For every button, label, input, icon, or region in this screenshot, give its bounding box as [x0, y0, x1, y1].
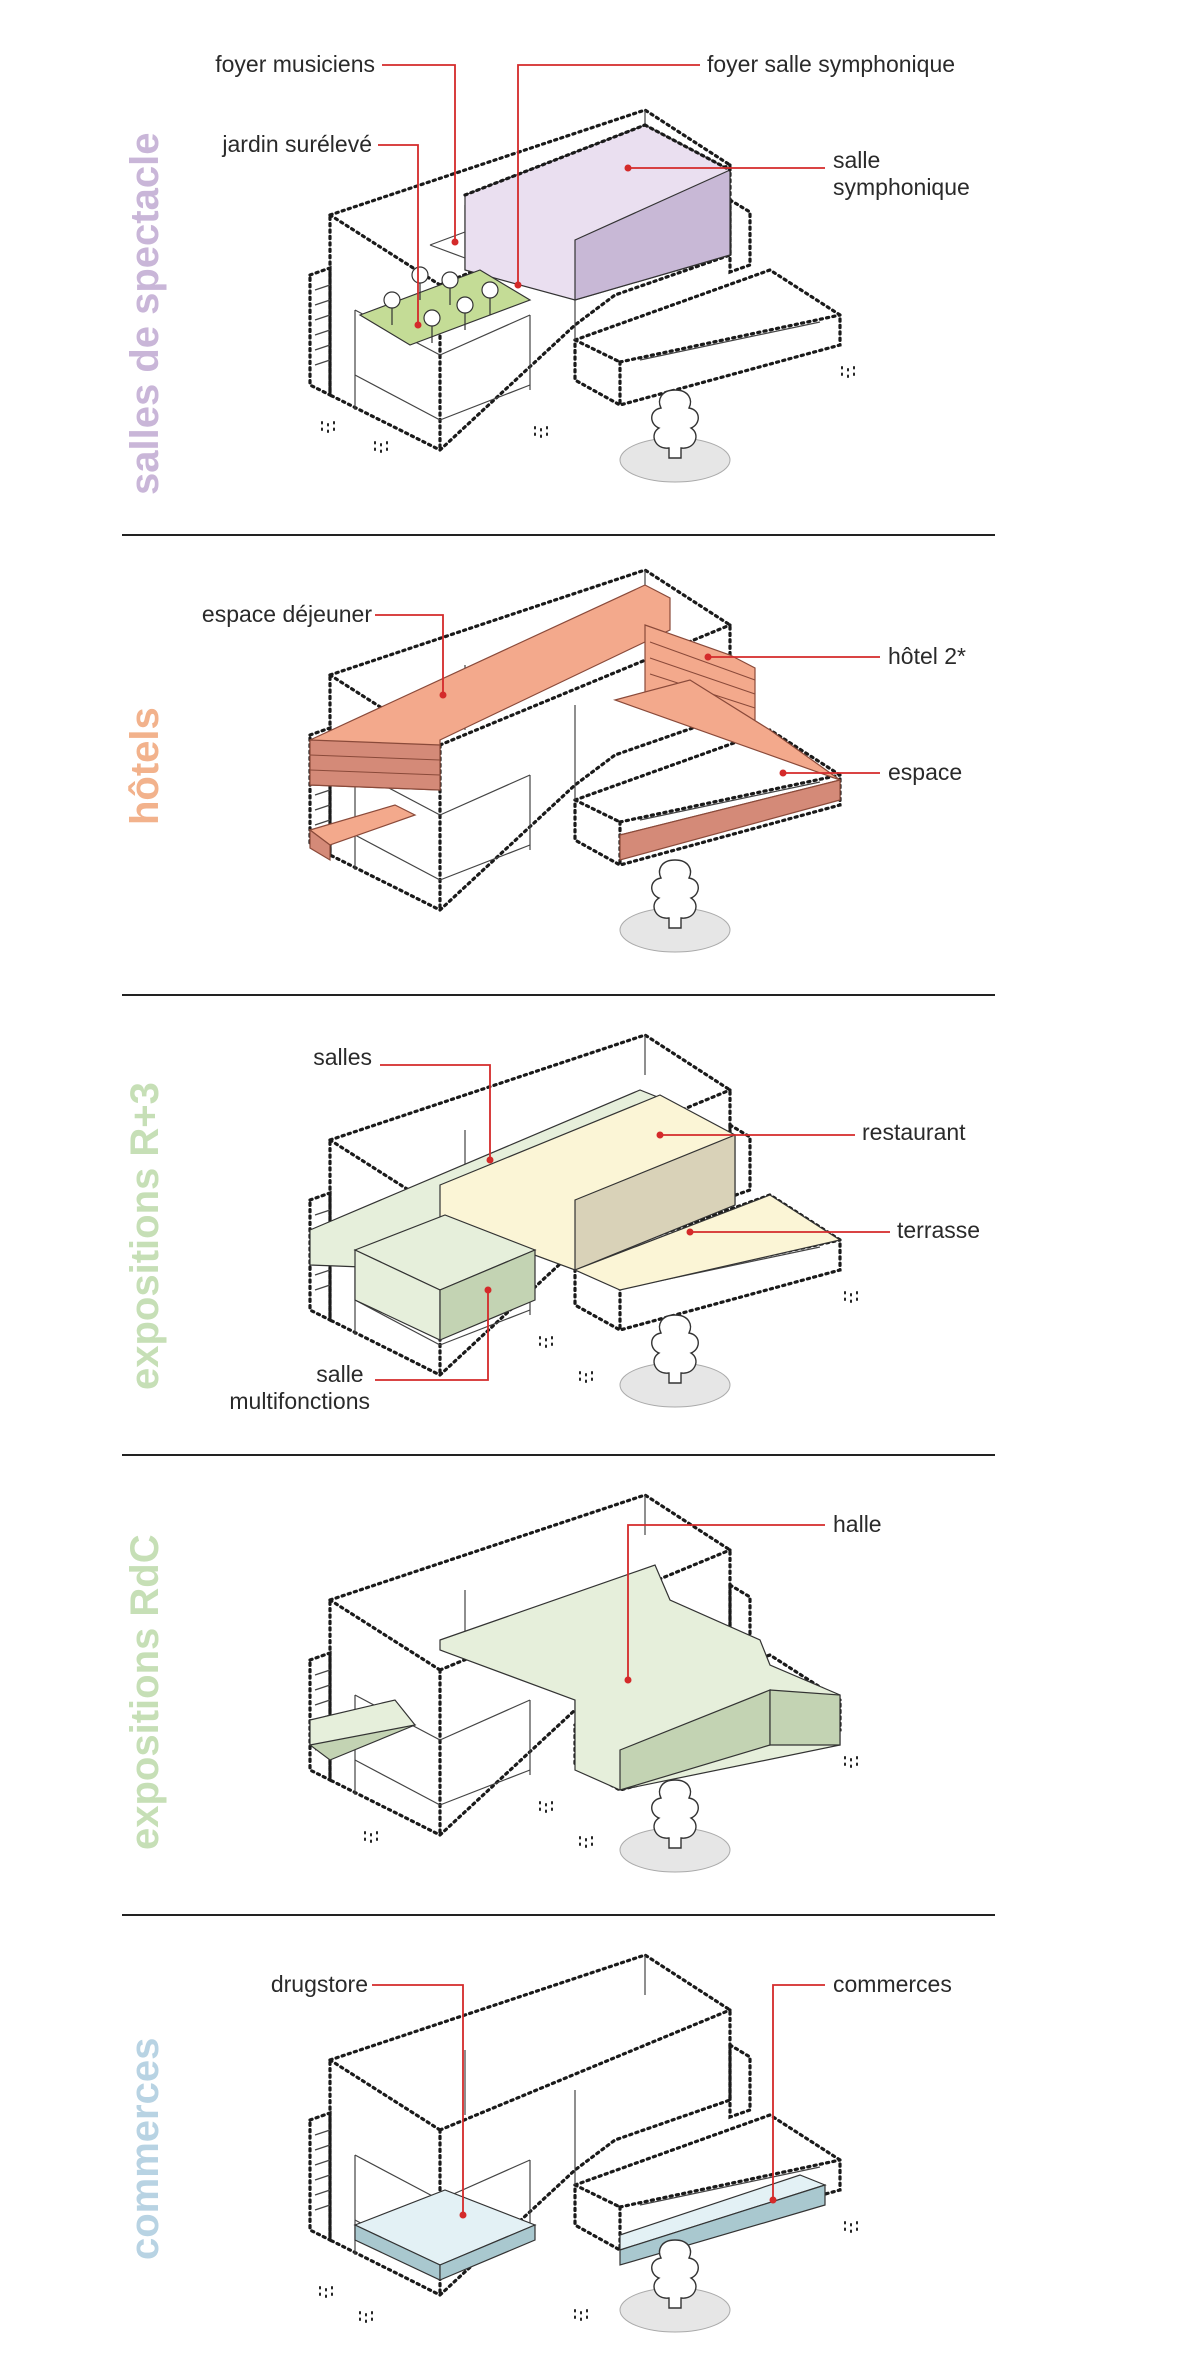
label-espace-dejeuner: espace déjeuner — [202, 601, 372, 627]
label-commerces: commerces — [833, 1971, 952, 1997]
grass-tuft-icon — [321, 417, 335, 433]
terrasse-volume — [573, 1194, 842, 1291]
section-hotels: hôtels espace déjeuner hôtel 2* espace — [122, 568, 995, 996]
section-salles-de-spectacle: salles de spectacle foyer musiciens f — [122, 51, 995, 536]
label-terrasse: terrasse — [897, 1217, 980, 1243]
label-espace: espace — [888, 759, 962, 785]
label-jardin-sureleve: jardin surélevé — [221, 131, 372, 157]
section-expositions-rdc: expositions RdC halle — [122, 1493, 995, 1916]
label-salle-symphonique: salle symphonique — [833, 147, 970, 200]
section-title: salles de spectacle — [123, 133, 167, 495]
label-salle-multifonctions: salle multifonctions — [229, 1361, 370, 1414]
tree-icon — [383, 266, 499, 343]
label-foyer-musiciens: foyer musiciens — [215, 51, 375, 77]
tree-icon — [619, 389, 731, 483]
label-halle: halle — [833, 1511, 882, 1537]
tree-icon — [619, 859, 731, 953]
tree-icon — [619, 1314, 731, 1408]
section-title: commerces — [123, 2038, 167, 2260]
tree-icon — [619, 1779, 731, 1873]
section-commerces: commerces drugstore commerces — [123, 1953, 952, 2333]
section-expositions-r3: expositions R+3 salles restaurant terras… — [122, 1033, 995, 1456]
drugstore-volume — [353, 2189, 537, 2266]
section-title: hôtels — [123, 707, 167, 825]
section-title: expositions RdC — [123, 1534, 167, 1850]
section-title: expositions R+3 — [123, 1082, 167, 1390]
label-hotel-2: hôtel 2* — [888, 643, 966, 669]
label-foyer-salle-symphonique: foyer salle symphonique — [707, 51, 955, 77]
label-drugstore: drugstore — [271, 1971, 368, 1997]
label-salles: salles — [313, 1044, 372, 1070]
label-restaurant: restaurant — [862, 1119, 966, 1145]
